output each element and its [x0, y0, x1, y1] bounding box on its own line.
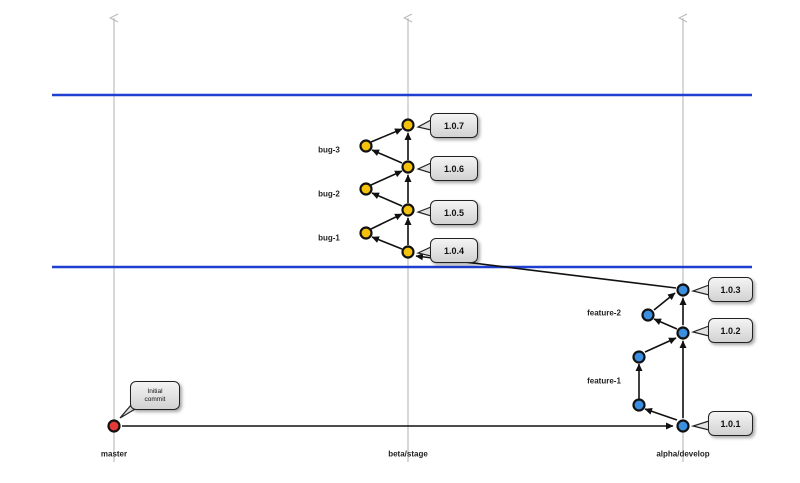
arrow-bug1-to-105 [370, 213, 403, 230]
arrow-105-to-bug2 [371, 192, 403, 207]
version-label-107: 1.0.7 [443, 120, 465, 131]
node-beta-106 [401, 160, 415, 174]
node-master-initial [107, 419, 121, 433]
node-feature-2 [641, 308, 655, 322]
version-label-103: 1.0.3 [720, 284, 741, 295]
arrow-bug2-to-106 [370, 170, 403, 186]
version-callout-102: 1.0.2 [708, 318, 753, 343]
arrow-101-to-f1a [644, 407, 678, 421]
version-callout-104: 1.0.4 [430, 238, 478, 263]
initial-commit-label: Initial commit [144, 387, 166, 403]
node-feature-1a [632, 398, 646, 412]
commit-nodes [107, 118, 690, 433]
version-callout-106: 1.0.6 [430, 156, 478, 181]
branch-label-feature-2: feature-2 [587, 308, 621, 318]
lane-label-beta: beta/stage [388, 449, 428, 459]
node-alpha-102 [676, 326, 690, 340]
node-bug-2 [359, 182, 373, 196]
branch-label-bug-3: bug-3 [318, 145, 340, 155]
version-label-101: 1.0.1 [720, 418, 741, 429]
lane-label-alpha: alpha/develop [656, 449, 710, 459]
arrow-bug3-to-107 [370, 128, 403, 143]
branch-label-feature-1: feature-1 [587, 376, 621, 386]
version-label-105: 1.0.5 [443, 207, 465, 218]
arrow-f2-to-103 [653, 292, 676, 311]
arrow-104-to-bug1 [371, 236, 403, 250]
node-bug-3 [359, 139, 373, 153]
initial-commit-callout: Initial commit [130, 381, 180, 410]
version-callout-103: 1.0.3 [708, 277, 753, 302]
version-label-104: 1.0.4 [443, 245, 465, 256]
node-beta-105 [401, 203, 415, 217]
callout-tail-102 [690, 325, 710, 337]
node-alpha-103 [676, 283, 690, 297]
version-label-102: 1.0.2 [720, 325, 741, 336]
lane-label-master: master [100, 449, 128, 459]
callout-tail-103 [690, 284, 710, 296]
version-callout-107: 1.0.7 [430, 113, 478, 138]
node-beta-107 [401, 118, 415, 132]
branch-label-bug-1: bug-1 [318, 233, 340, 243]
arrow-106-to-bug3 [371, 149, 403, 164]
arrow-f1b-to-102 [644, 337, 677, 353]
node-beta-104 [401, 245, 415, 259]
version-callout-101: 1.0.1 [708, 411, 753, 436]
node-feature-1b [632, 350, 646, 364]
arrow-102-to-f2 [653, 318, 678, 330]
branch-label-bug-2: bug-2 [318, 189, 340, 199]
callout-tail-101 [690, 420, 710, 431]
version-label-106: 1.0.6 [443, 163, 465, 174]
node-alpha-101 [676, 419, 690, 433]
node-bug-1 [359, 226, 373, 240]
version-callout-105: 1.0.5 [430, 200, 478, 225]
